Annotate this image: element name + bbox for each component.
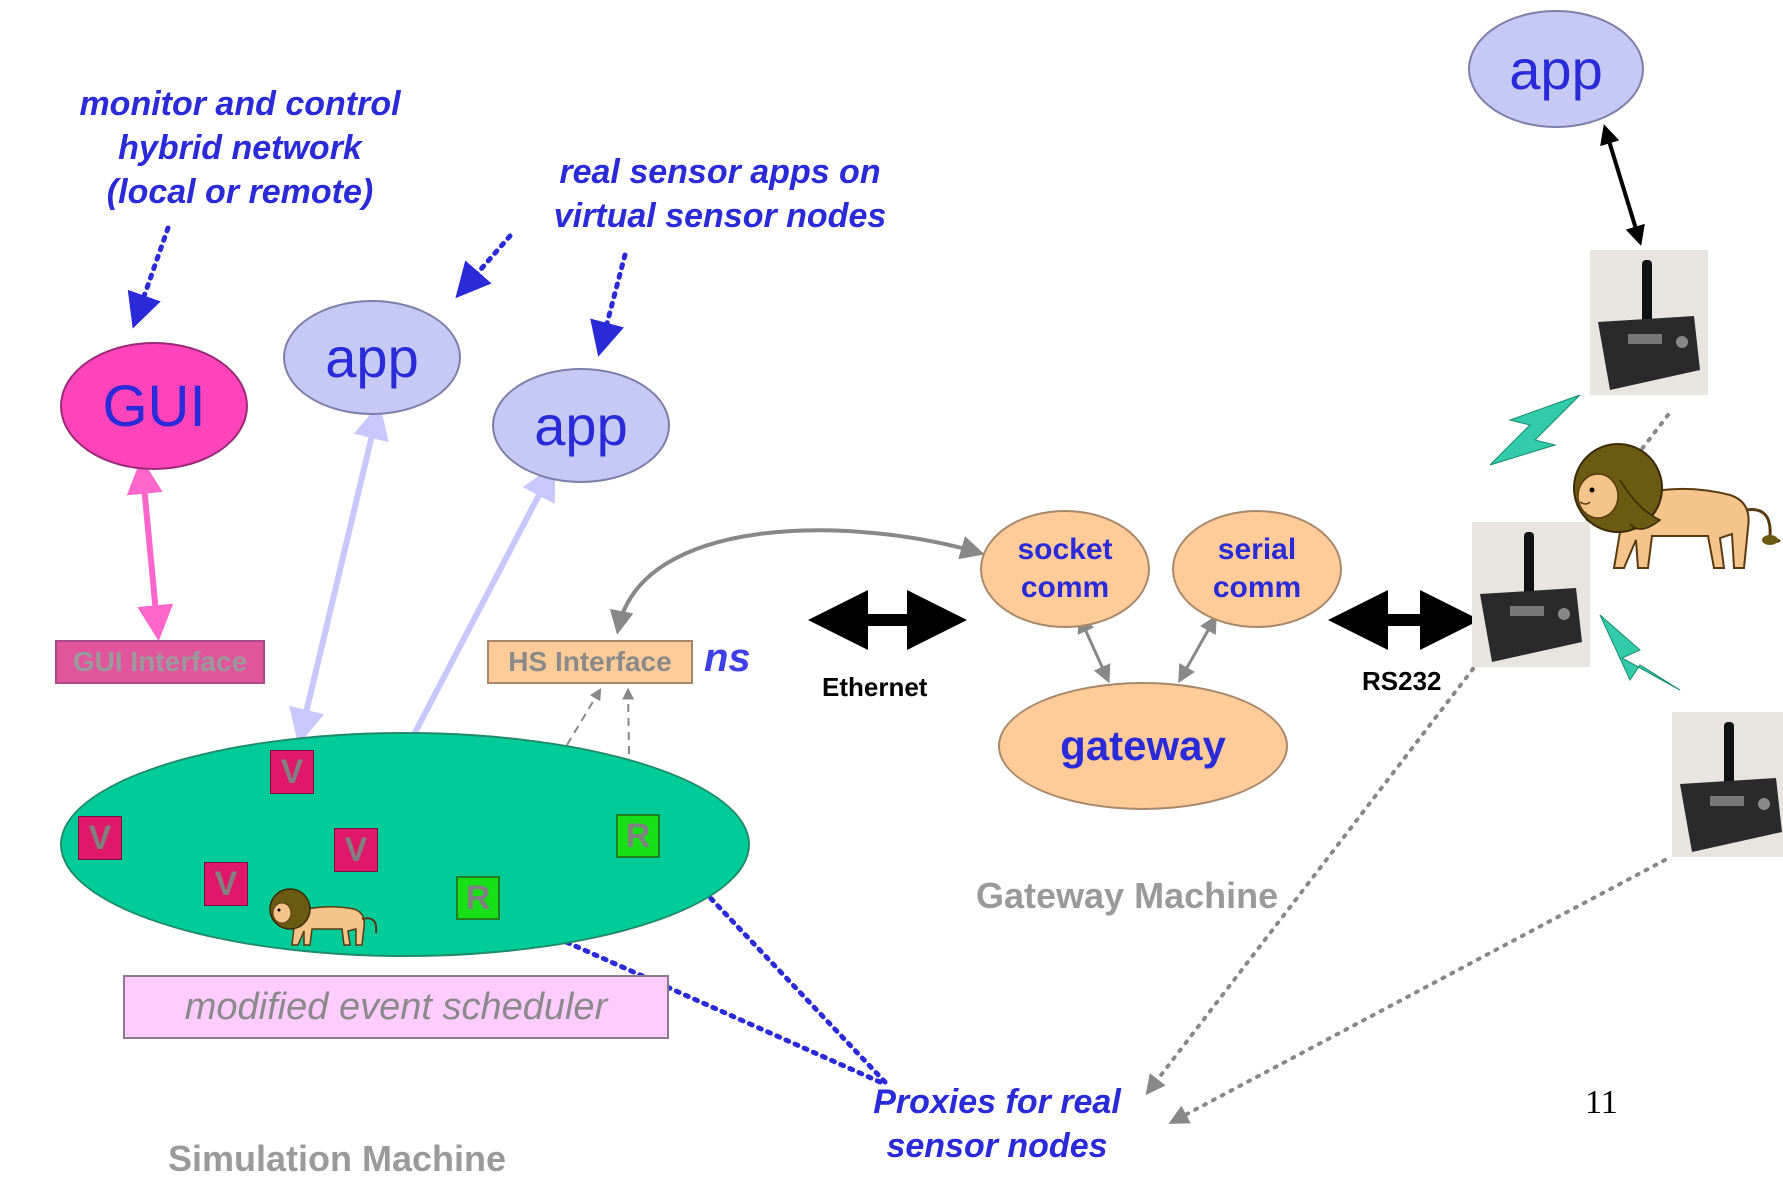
virtual-node[interactable]: V <box>78 816 122 860</box>
remote-app-link <box>1600 124 1645 246</box>
slide-number: 11 <box>1585 1084 1618 1121</box>
app-ellipse-2[interactable]: app <box>492 368 670 483</box>
monitor-note-arrow <box>127 225 171 329</box>
sensor-mote-icon <box>1590 250 1708 395</box>
serial-gateway-link <box>1178 614 1217 684</box>
proxies-note-line-1: Proxies for real <box>873 1083 1121 1121</box>
monitor-note: monitor and control hybrid network (loca… <box>40 82 440 214</box>
virtual-node[interactable]: V <box>334 828 378 872</box>
socket-comm-label-1: socket <box>1017 533 1113 566</box>
ns-label: ns <box>704 636 751 680</box>
socket-comm-label-2: comm <box>1020 571 1110 604</box>
event-scheduler-label: modified event scheduler <box>184 985 608 1028</box>
event-scheduler-box: modified event scheduler <box>123 975 669 1039</box>
socket-gateway-link <box>1077 614 1111 684</box>
app-link-1 <box>289 402 389 746</box>
hs-r-link-1 <box>488 687 602 876</box>
monitor-note-line-3: (local or remote) <box>106 173 374 211</box>
real-apps-note-line-1: real sensor apps on <box>559 153 881 191</box>
hs-interface-tag[interactable]: HS Interface <box>487 640 693 684</box>
real-proxy-node[interactable]: R <box>616 814 660 858</box>
rs232-label: RS232 <box>1362 666 1442 696</box>
simulation-machine-caption: Simulation Machine <box>168 1138 507 1179</box>
sensor-mote-icon <box>1672 712 1783 857</box>
real-apps-note-arrow-2 <box>590 252 628 357</box>
real-apps-note-line-2: virtual sensor nodes <box>553 197 887 235</box>
lion-icon <box>1573 443 1781 569</box>
socket-comm-ellipse[interactable]: socket comm <box>980 510 1150 628</box>
ethernet-label: Ethernet <box>822 672 928 702</box>
gui-interface-label: GUI Interface <box>72 646 248 677</box>
serial-comm-label-2: comm <box>1212 571 1302 604</box>
gui-interface-tag[interactable]: GUI Interface <box>55 640 265 684</box>
radio-signal-icon-2 <box>1599 614 1681 691</box>
remote-app-ellipse[interactable]: app <box>1468 10 1644 128</box>
gui-ellipse[interactable]: GUI <box>60 342 248 470</box>
real-apps-note: real sensor apps on virtual sensor nodes <box>510 150 930 238</box>
gui-link <box>126 457 174 642</box>
gui-label: GUI <box>102 373 206 439</box>
proxies-note: Proxies for real sensor nodes <box>852 1080 1142 1168</box>
app-label: app <box>534 394 628 457</box>
remote-app-label: app <box>1509 37 1603 101</box>
gateway-ellipse[interactable]: gateway <box>998 682 1288 810</box>
real-apps-note-arrow-1 <box>455 233 513 299</box>
proxies-note-arrow-2 <box>677 862 888 1085</box>
serial-comm-ellipse[interactable]: serial comm <box>1172 510 1342 628</box>
real-proxy-node[interactable]: R <box>456 876 500 920</box>
monitor-note-line-1: monitor and control <box>79 85 401 123</box>
hs-interface-label: HS Interface <box>508 646 672 677</box>
proxies-note-line-2: sensor nodes <box>886 1127 1108 1165</box>
gateway-label: gateway <box>1060 722 1226 769</box>
virtual-node[interactable]: V <box>204 862 248 906</box>
proxies-note-arrow-1 <box>501 911 883 1085</box>
monitor-note-line-2: hybrid network <box>118 129 362 167</box>
sensor-mote-icon <box>1472 522 1590 667</box>
gateway-machine-caption: Gateway Machine <box>976 875 1279 916</box>
app-label: app <box>325 326 419 389</box>
serial-comm-label-1: serial <box>1217 533 1297 566</box>
app-ellipse-1[interactable]: app <box>283 300 461 415</box>
socket-hs-link <box>609 528 985 635</box>
simulated-lion-icon <box>269 888 378 946</box>
radio-signal-icon-1 <box>1489 394 1581 466</box>
sensor-proxy-link-2 <box>1168 858 1667 1124</box>
virtual-node[interactable]: V <box>270 750 314 794</box>
